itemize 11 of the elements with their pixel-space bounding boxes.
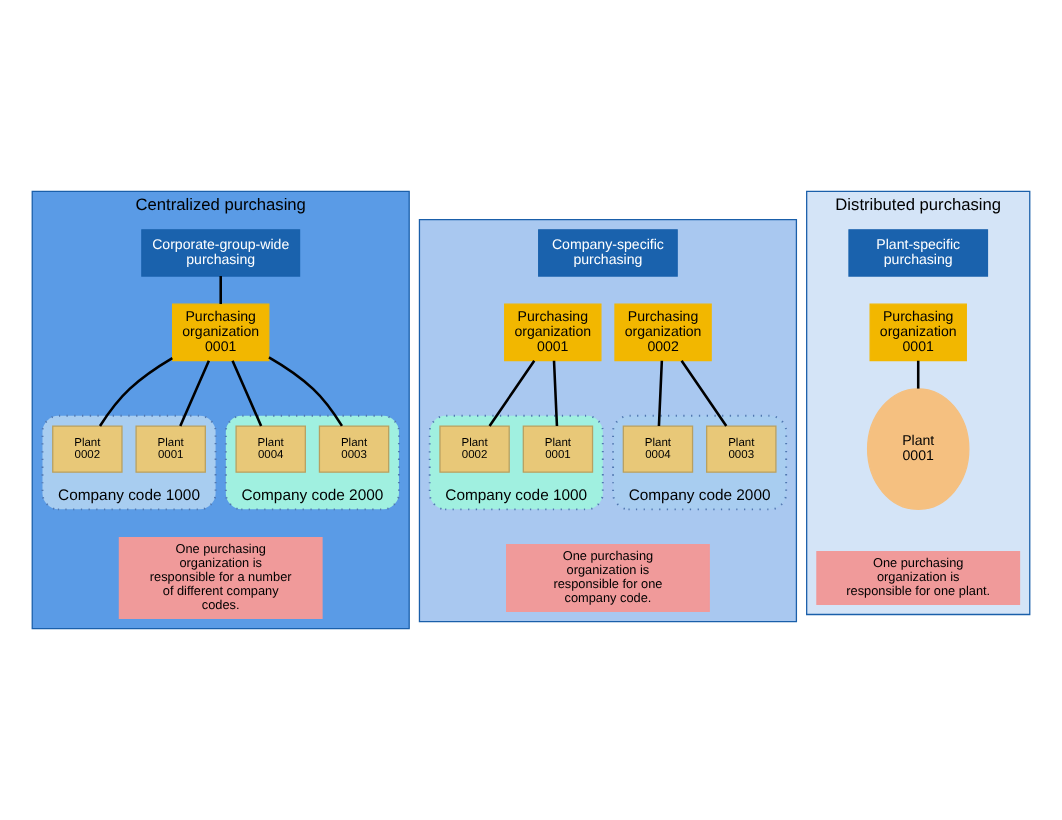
connector — [231, 360, 263, 427]
connector — [179, 360, 211, 427]
connector — [98, 357, 173, 427]
cluster — [418, 218, 798, 623]
connector — [488, 360, 536, 427]
connector — [916, 360, 920, 389]
connector — [219, 276, 222, 305]
connector — [657, 360, 664, 426]
connector — [268, 356, 344, 427]
connector — [680, 360, 728, 427]
connector — [552, 360, 559, 426]
